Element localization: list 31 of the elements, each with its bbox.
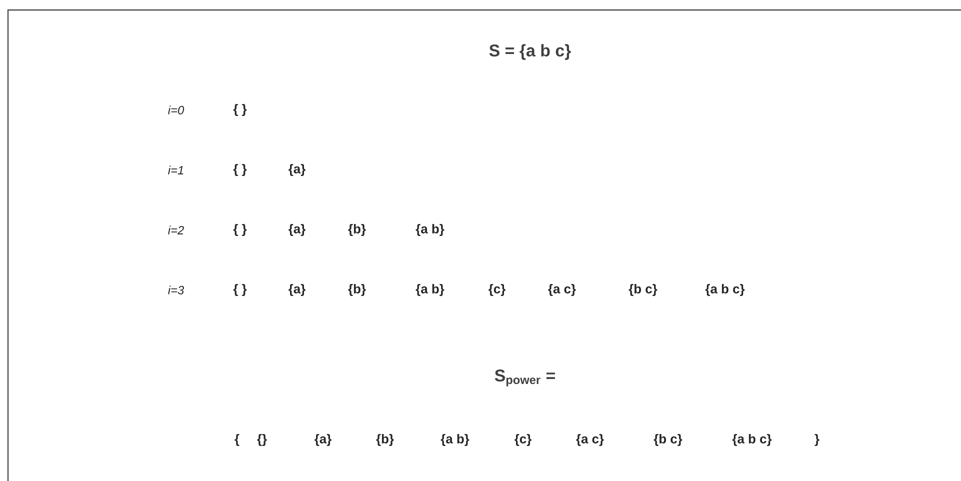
title: S = {a b c} <box>489 44 571 60</box>
subset-text: {b} <box>376 434 394 446</box>
power-set-heading: S$_{power}$ = <box>494 370 555 386</box>
subset-text: { } <box>233 164 247 176</box>
row-index: i=0 <box>168 106 184 114</box>
subset-text: {a c} <box>576 434 604 446</box>
subset-text: {} <box>257 434 267 446</box>
brace: } <box>814 434 820 446</box>
row-index: i=3 <box>168 286 184 294</box>
subset-text: {a b c} <box>705 284 745 296</box>
subset-text: {c} <box>488 284 506 296</box>
subset-text: {a} <box>288 284 306 296</box>
subset-text: {b} <box>348 284 366 296</box>
subset-text: {a} <box>288 224 306 236</box>
subset-text: {c} <box>514 434 532 446</box>
subset-text: {b} <box>348 224 366 236</box>
row-index: i=1 <box>168 166 184 174</box>
subset-text: {a} <box>288 164 306 176</box>
subset-text: {a b} <box>416 224 444 236</box>
subset-text: { } <box>233 104 247 116</box>
row-index: i=2 <box>168 226 184 234</box>
brace: { <box>234 434 240 446</box>
subset-text: {a c} <box>548 284 576 296</box>
subset-text: { } <box>233 284 247 296</box>
subset-text: {a b} <box>416 284 444 296</box>
subset-text: {a} <box>314 434 332 446</box>
subset-text: { } <box>233 224 247 236</box>
subset-text: {a b c} <box>732 434 772 446</box>
subset-text: {b c} <box>654 434 682 446</box>
subset-text: {b c} <box>628 284 658 296</box>
subset-text: {a b} <box>440 434 470 446</box>
